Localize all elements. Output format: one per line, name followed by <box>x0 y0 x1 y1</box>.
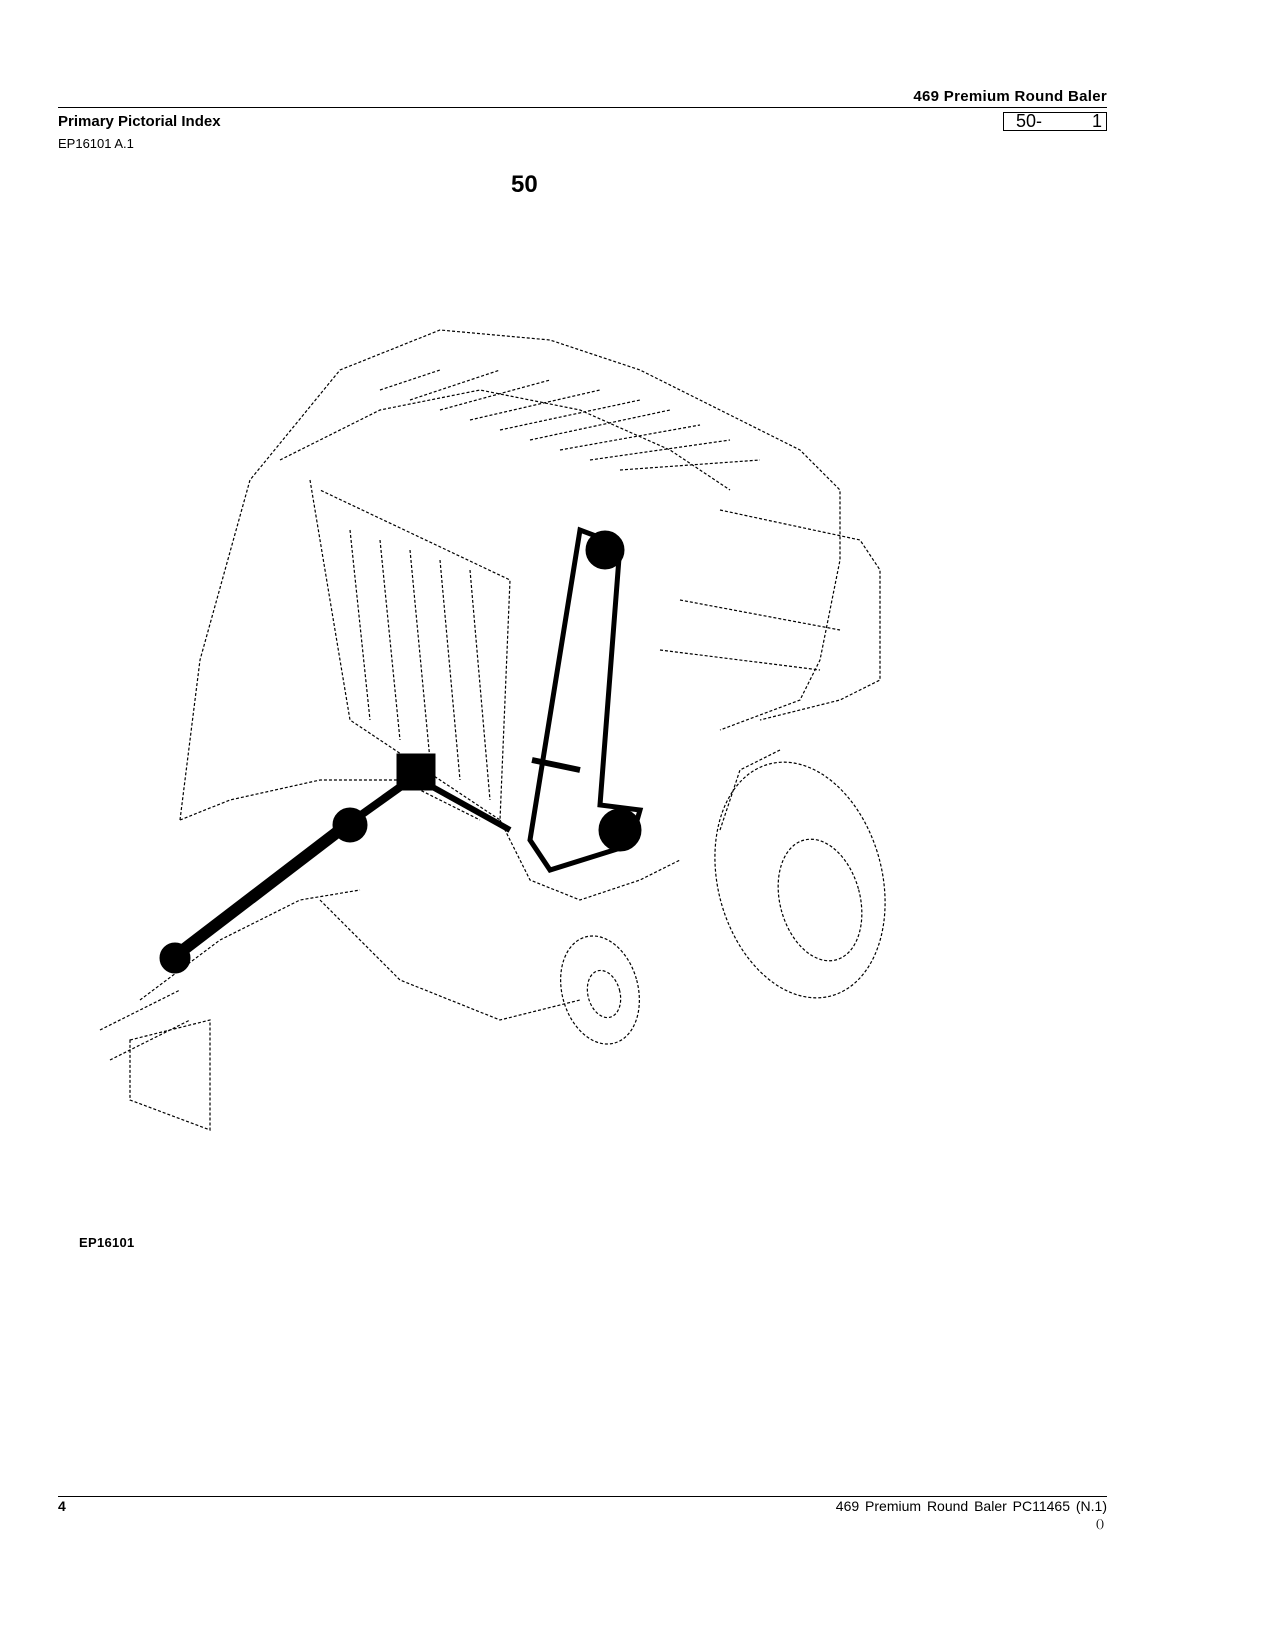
page-reference-box: 50- 1 <box>1003 112 1107 131</box>
round-baler-drivetrain-illustration <box>99 329 886 1131</box>
page-number: 1 <box>1091 111 1102 131</box>
footer-rule <box>58 1496 1107 1497</box>
page-section: 50- <box>1016 111 1043 131</box>
section-title: Primary Pictorial Index <box>58 113 221 130</box>
illustration-label: EP16101 <box>79 1235 135 1250</box>
group-number: 50 <box>511 171 538 198</box>
figure-code: EP16101 A.1 <box>58 136 134 151</box>
footer-document-info: 469 Premium Round Baler PC11465 (N.1) <box>835 1498 1107 1514</box>
footer-revision: () <box>1096 1516 1104 1530</box>
document-title: 469 Premium Round Baler <box>913 88 1107 105</box>
header-rule <box>58 107 1107 108</box>
footer-page-number: 4 <box>58 1498 66 1514</box>
